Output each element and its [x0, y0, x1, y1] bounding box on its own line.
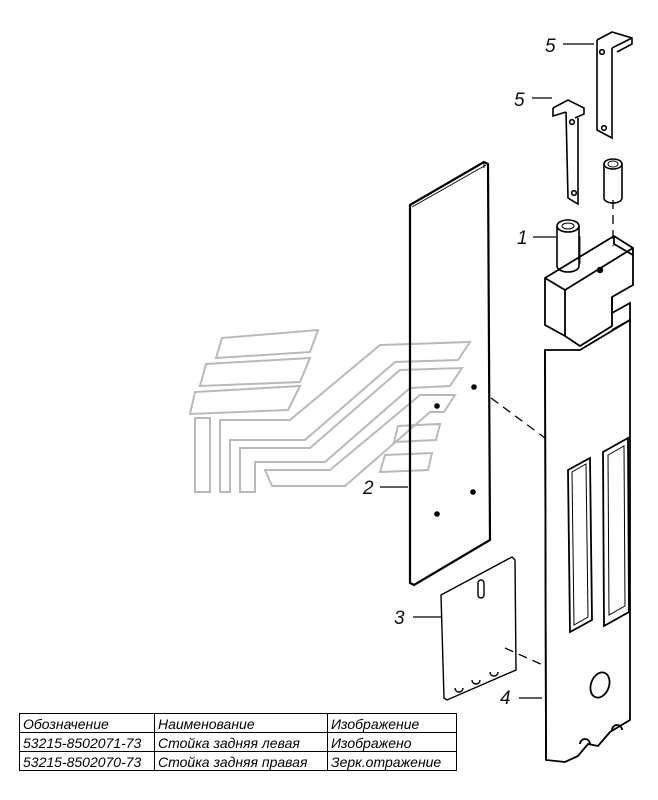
- callout-4: 4: [500, 688, 511, 709]
- part-4-stand: [544, 234, 634, 763]
- callout-5-lower: 5: [514, 90, 525, 111]
- table-header-row: Обозначение Наименование Изображение: [19, 713, 457, 733]
- cell-image: Изображено: [327, 732, 457, 752]
- callout-5-upper: 5: [545, 36, 556, 57]
- header-image: Изображение: [327, 713, 457, 733]
- cell-image: Зерк.отражение: [327, 751, 457, 771]
- table-row: 53215-8502071-73 Стойка задняя левая Изо…: [19, 732, 457, 752]
- cell-designation: 53215-8502071-73: [19, 732, 155, 752]
- callout-3: 3: [394, 608, 405, 629]
- cell-designation: 53215-8502070-73: [19, 751, 155, 771]
- parts-spec-table: Обозначение Наименование Изображение 532…: [19, 713, 457, 771]
- part-5-upper-strap: [596, 31, 633, 204]
- watermark-logo: [188, 328, 472, 493]
- callout-2: 2: [362, 478, 374, 499]
- part-5-lower-strap: [552, 99, 585, 206]
- part-3-plate: [440, 556, 517, 701]
- leader-lines: [380, 43, 594, 699]
- table-row: 53215-8502070-73 Стойка задняя правая Зе…: [19, 751, 457, 771]
- callout-1: 1: [517, 228, 528, 249]
- cell-name: Стойка задняя правая: [154, 751, 328, 771]
- header-designation: Обозначение: [19, 713, 155, 733]
- header-name: Наименование: [154, 713, 328, 733]
- cell-name: Стойка задняя левая: [154, 732, 328, 752]
- part-1-bushing: [556, 219, 581, 273]
- part-2-panel: [408, 160, 492, 587]
- assembly-lines: [490, 200, 614, 667]
